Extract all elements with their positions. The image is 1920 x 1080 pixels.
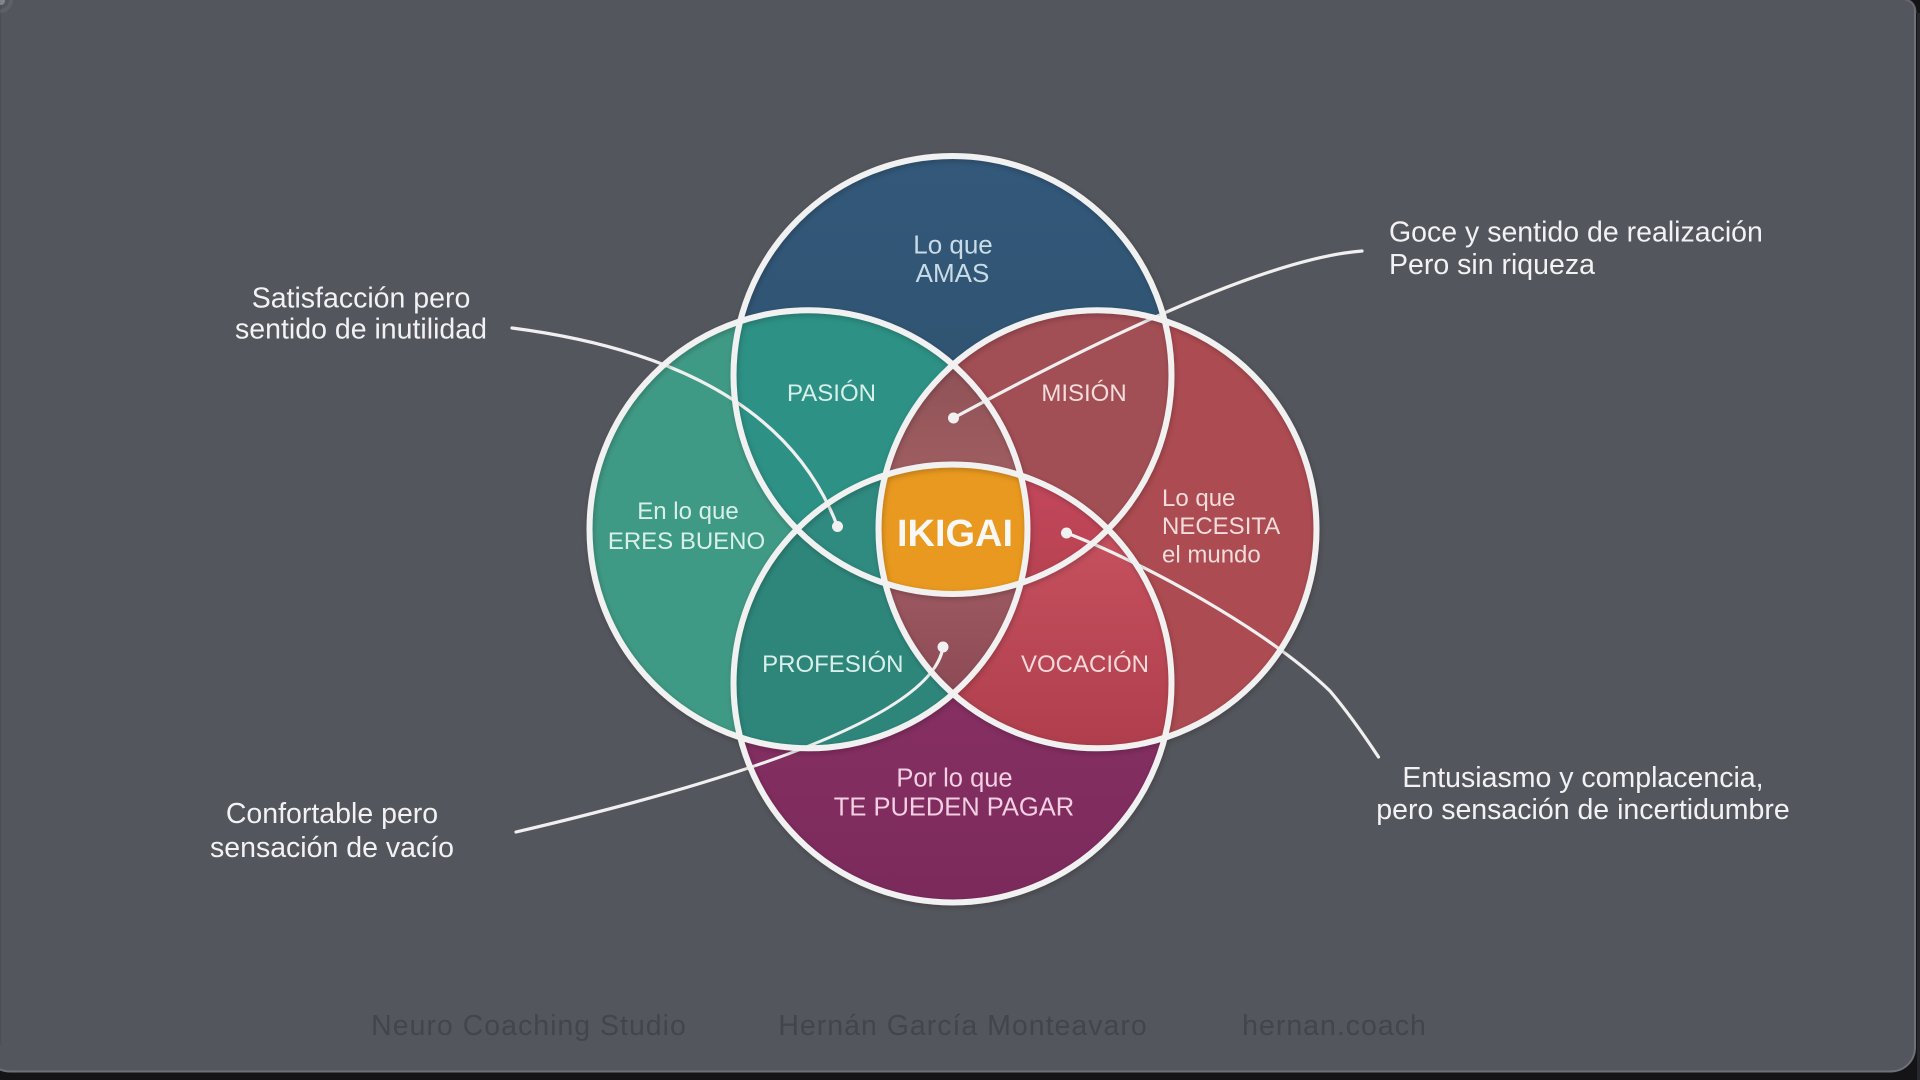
svg-text:sensación de vacío: sensación de vacío (210, 832, 454, 864)
svg-text:pero sensación de incertidumbr: pero sensación de incertidumbre (1376, 794, 1790, 826)
svg-text:Confortable pero: Confortable pero (226, 798, 438, 830)
svg-text:Por lo que: Por lo que (896, 765, 1012, 793)
svg-text:MISIÓN: MISIÓN (1041, 380, 1126, 407)
svg-text:En lo que: En lo que (637, 498, 738, 525)
svg-text:IKIGAI: IKIGAI (897, 513, 1013, 555)
svg-text:PASIÓN: PASIÓN (787, 380, 876, 407)
svg-text:Pero sin riqueza: Pero sin riqueza (1389, 249, 1595, 281)
svg-text:Lo que: Lo que (913, 230, 993, 260)
svg-text:AMAS: AMAS (916, 258, 990, 288)
svg-text:Neuro Coaching Studio: Neuro Coaching Studio (371, 1010, 687, 1042)
svg-text:TE PUEDEN PAGAR: TE PUEDEN PAGAR (834, 794, 1074, 822)
svg-text:hernan.coach: hernan.coach (1242, 1010, 1427, 1042)
svg-text:Goce y sentido de realización: Goce y sentido de realización (1389, 217, 1763, 249)
svg-text:sentido de inutilidad: sentido de inutilidad (235, 314, 487, 346)
svg-text:VOCACIÓN: VOCACIÓN (1021, 651, 1149, 678)
svg-text:PROFESIÓN: PROFESIÓN (762, 651, 903, 678)
svg-text:ERES BUENO: ERES BUENO (608, 528, 765, 555)
svg-text:Lo que: Lo que (1162, 485, 1235, 512)
svg-text:Entusiasmo y complacencia,: Entusiasmo y complacencia, (1402, 762, 1763, 794)
svg-text:Satisfacción pero: Satisfacción pero (252, 283, 471, 315)
svg-text:Hernán García Monteavaro: Hernán García Monteavaro (778, 1010, 1147, 1042)
svg-text:NECESITA: NECESITA (1162, 513, 1280, 540)
svg-text:el mundo: el mundo (1162, 542, 1261, 569)
